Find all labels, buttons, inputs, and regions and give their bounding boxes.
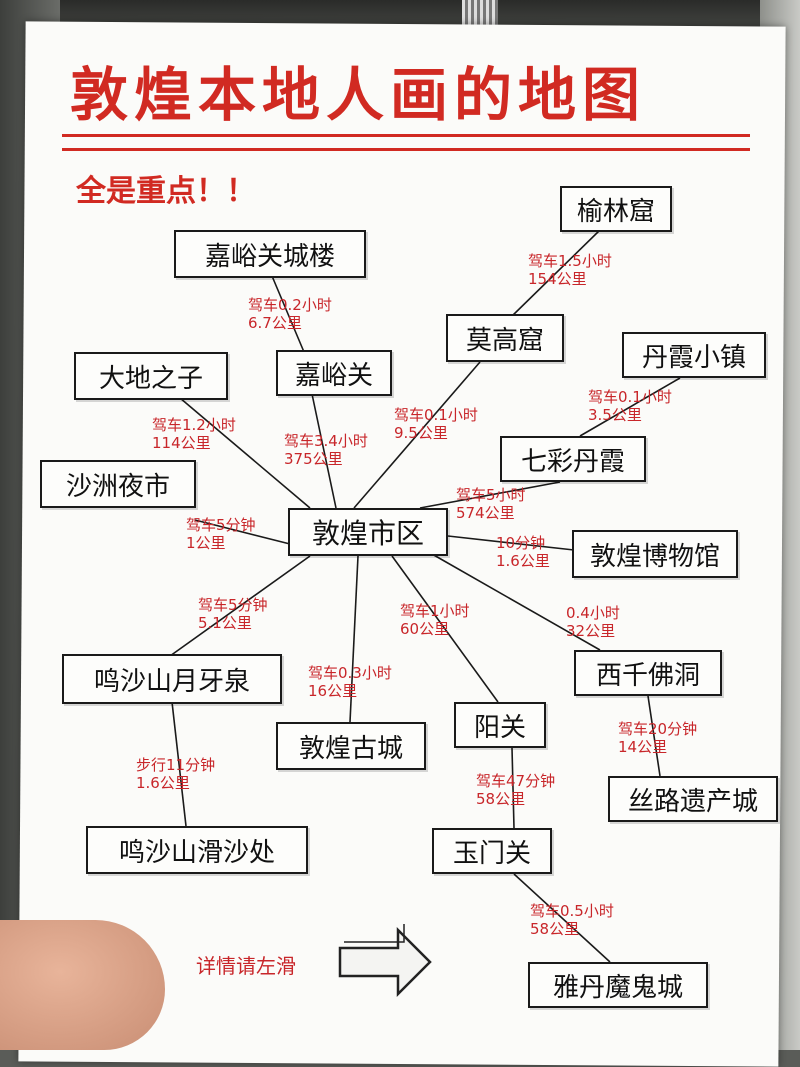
node-mingsha: 鸣沙山月牙泉 [62, 654, 282, 704]
node-gucheng: 敦煌古城 [276, 722, 426, 770]
node-huasha: 鸣沙山滑沙处 [86, 826, 308, 874]
node-mogao: 莫高窟 [446, 314, 564, 362]
node-yulin: 榆林窟 [560, 186, 672, 232]
line-yadan [513, 873, 611, 963]
title-rule-bottom [62, 148, 750, 151]
line-danxia [579, 377, 681, 437]
line-qicai [419, 481, 561, 509]
node-silu: 丝路遗产城 [608, 776, 778, 822]
node-qicai: 七彩丹霞 [500, 436, 646, 482]
page-title: 敦煌本地人画的地图 [70, 61, 647, 129]
swipe-hint: 详情请左滑 [196, 954, 296, 978]
line-museum [447, 535, 575, 551]
line-gucheng [349, 555, 359, 723]
line-jiayuguan-tower [271, 275, 305, 353]
line-mogao [353, 361, 481, 509]
line-dadi [179, 397, 311, 509]
line-yulin [509, 229, 601, 319]
node-shazhou: 沙洲夜市 [40, 460, 196, 508]
line-xiqian [431, 553, 601, 651]
line-yangguan [391, 555, 499, 703]
node-xiqian: 西千佛洞 [574, 650, 722, 696]
node-yangguan: 阳关 [454, 702, 546, 748]
line-huasha [171, 701, 187, 827]
node-museum: 敦煌博物馆 [572, 530, 738, 578]
line-yumen [511, 747, 515, 829]
line-silu [647, 695, 661, 777]
holding-finger [0, 920, 165, 1050]
line-shazhou [194, 519, 291, 545]
line-jiayuguan [311, 393, 337, 509]
node-yadan: 雅丹魔鬼城 [528, 962, 708, 1008]
node-danxia-town: 丹霞小镇 [622, 332, 766, 378]
node-center: 敦煌市区 [288, 508, 448, 556]
node-jiayuguan: 嘉峪关 [276, 350, 392, 396]
line-mingsha [169, 555, 311, 657]
node-dadi: 大地之子 [74, 352, 228, 400]
page-subtitle: 全是重点！！ [76, 174, 256, 209]
node-jiayuguan-tower: 嘉峪关城楼 [174, 230, 366, 278]
node-yumen: 玉门关 [432, 828, 552, 874]
title-rule-top [62, 134, 750, 137]
arrow-right-icon [338, 924, 432, 998]
